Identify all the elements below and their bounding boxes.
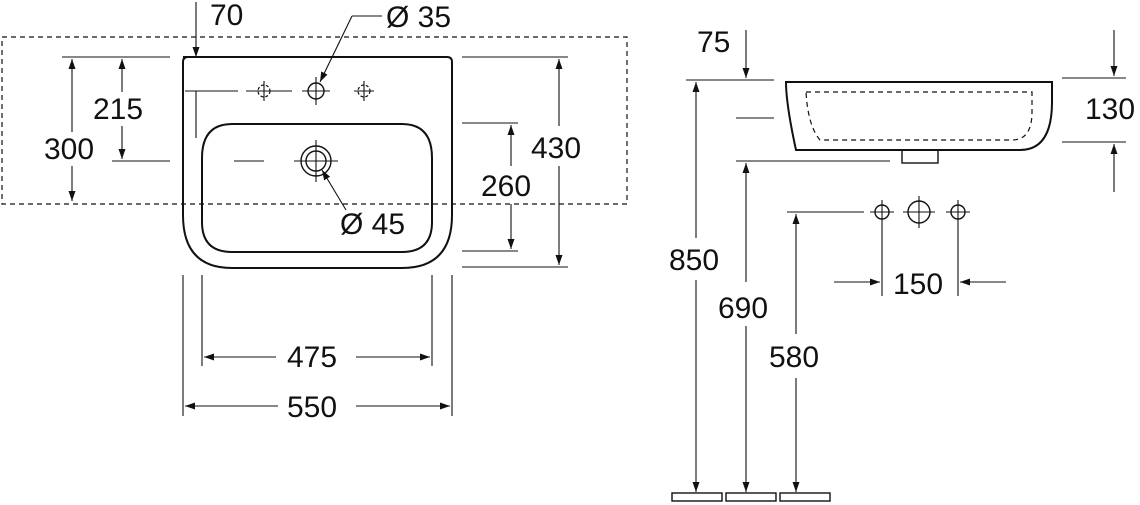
- floor-block-1: [671, 492, 723, 502]
- dim-150-label: 150: [893, 268, 943, 301]
- tap-hole-right: [354, 81, 374, 101]
- dim-260-label: 260: [481, 170, 531, 203]
- basin-profile: [784, 81, 1053, 151]
- dim-475-label: 475: [287, 341, 337, 374]
- dim-850-label: 850: [669, 244, 719, 277]
- bowl-outline: [201, 123, 433, 253]
- dim-430-label: 430: [531, 132, 581, 165]
- side-tap-hole-right: [946, 200, 970, 224]
- side-tap-hole-center: [903, 196, 935, 228]
- dim-dia45-leader: [321, 169, 347, 211]
- drain-hole: [234, 140, 338, 182]
- front-view: 70 Ø 35 215 300 430 260 Ø 45: [1, 0, 628, 424]
- basin-outline: [182, 56, 453, 269]
- dim-215-label: 215: [93, 93, 143, 126]
- dim-70-label: 70: [210, 0, 243, 32]
- bowl-hidden-line: [805, 91, 1033, 141]
- dim-690-label: 690: [718, 292, 768, 325]
- tap-hole-center: [302, 77, 330, 105]
- dim-dia35-label: Ø 35: [386, 1, 451, 34]
- side-view: 75 130 850 690 580: [669, 26, 1135, 502]
- dim-dia45-label: Ø 45: [340, 208, 405, 241]
- dim-300-label: 300: [44, 133, 94, 166]
- floor-block-2: [725, 492, 777, 502]
- dim-580-label: 580: [769, 341, 819, 374]
- dim-dia35-leader: [319, 15, 353, 83]
- dim-75-label: 75: [697, 26, 730, 59]
- floor-block-3: [779, 492, 831, 502]
- dim-130-label: 130: [1085, 93, 1135, 126]
- side-tap-hole-left: [870, 200, 894, 224]
- drain-outlet: [901, 149, 939, 164]
- dim-550-label: 550: [287, 391, 337, 424]
